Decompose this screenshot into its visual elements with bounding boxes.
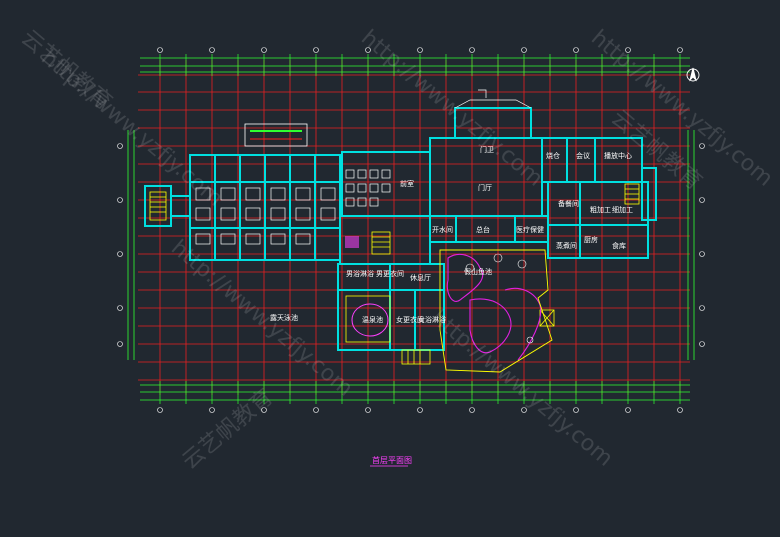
rockery-garden — [439, 249, 553, 373]
room-label: 门厅 — [478, 183, 492, 192]
room-labels: 前室 门厅 门卫 烧仓 会议 播放中心 备餐间 粗加工 细加工 开水间 总台 医… — [270, 145, 633, 324]
room-label: 女更衣间 — [396, 315, 424, 324]
room-label: 医疗保健 — [516, 225, 544, 234]
dimension-ticks — [159, 54, 681, 404]
room-label: 烧仓 — [546, 151, 560, 160]
room-label: 露天泳池 — [270, 313, 298, 322]
room-label: 前室 — [400, 179, 414, 188]
room-label: 假山鱼池 — [464, 267, 492, 276]
stairs — [149, 183, 640, 365]
room-label: 会议 — [576, 151, 590, 160]
drawing-title: 首层平面图 — [370, 455, 412, 467]
room-label: 男浴淋浴 — [346, 269, 374, 278]
dimension-lines — [127, 57, 695, 401]
room-label: 开水间 — [432, 225, 453, 234]
room-label: 粗加工 — [590, 205, 611, 214]
room-label: 厨房 — [584, 235, 598, 244]
room-label: 备餐间 — [558, 199, 579, 208]
watermark-text: 云艺帆教育 — [178, 385, 278, 475]
room-label: 蒸煮间 — [556, 241, 577, 250]
room-label: 休息厅 — [410, 273, 431, 282]
north-arrow-icon — [686, 67, 700, 82]
furniture-outlines — [195, 89, 532, 245]
room-label: 细加工 — [612, 205, 633, 214]
room-label: 男更衣间 — [376, 269, 404, 278]
room-label: 总台 — [476, 225, 490, 234]
room-label: 门卫 — [480, 145, 494, 154]
room-label: 播放中心 — [604, 151, 632, 160]
room-label: 温泉池 — [362, 315, 383, 324]
axis-bubbles — [117, 47, 705, 413]
watermark-text: http://www.yzfjy.com — [426, 305, 617, 471]
pools — [345, 236, 391, 343]
room-label: 女浴淋浴 — [418, 315, 446, 324]
legend-box — [244, 123, 308, 147]
watermarks: http://www.yzfjy.com http://www.yzfjy.co… — [16, 25, 777, 474]
building-walls — [144, 107, 657, 351]
watermark-text: 云艺帆教育 — [16, 25, 116, 115]
room-label: 食库 — [612, 241, 626, 250]
drawing-title-text: 首层平面图 — [372, 455, 412, 465]
